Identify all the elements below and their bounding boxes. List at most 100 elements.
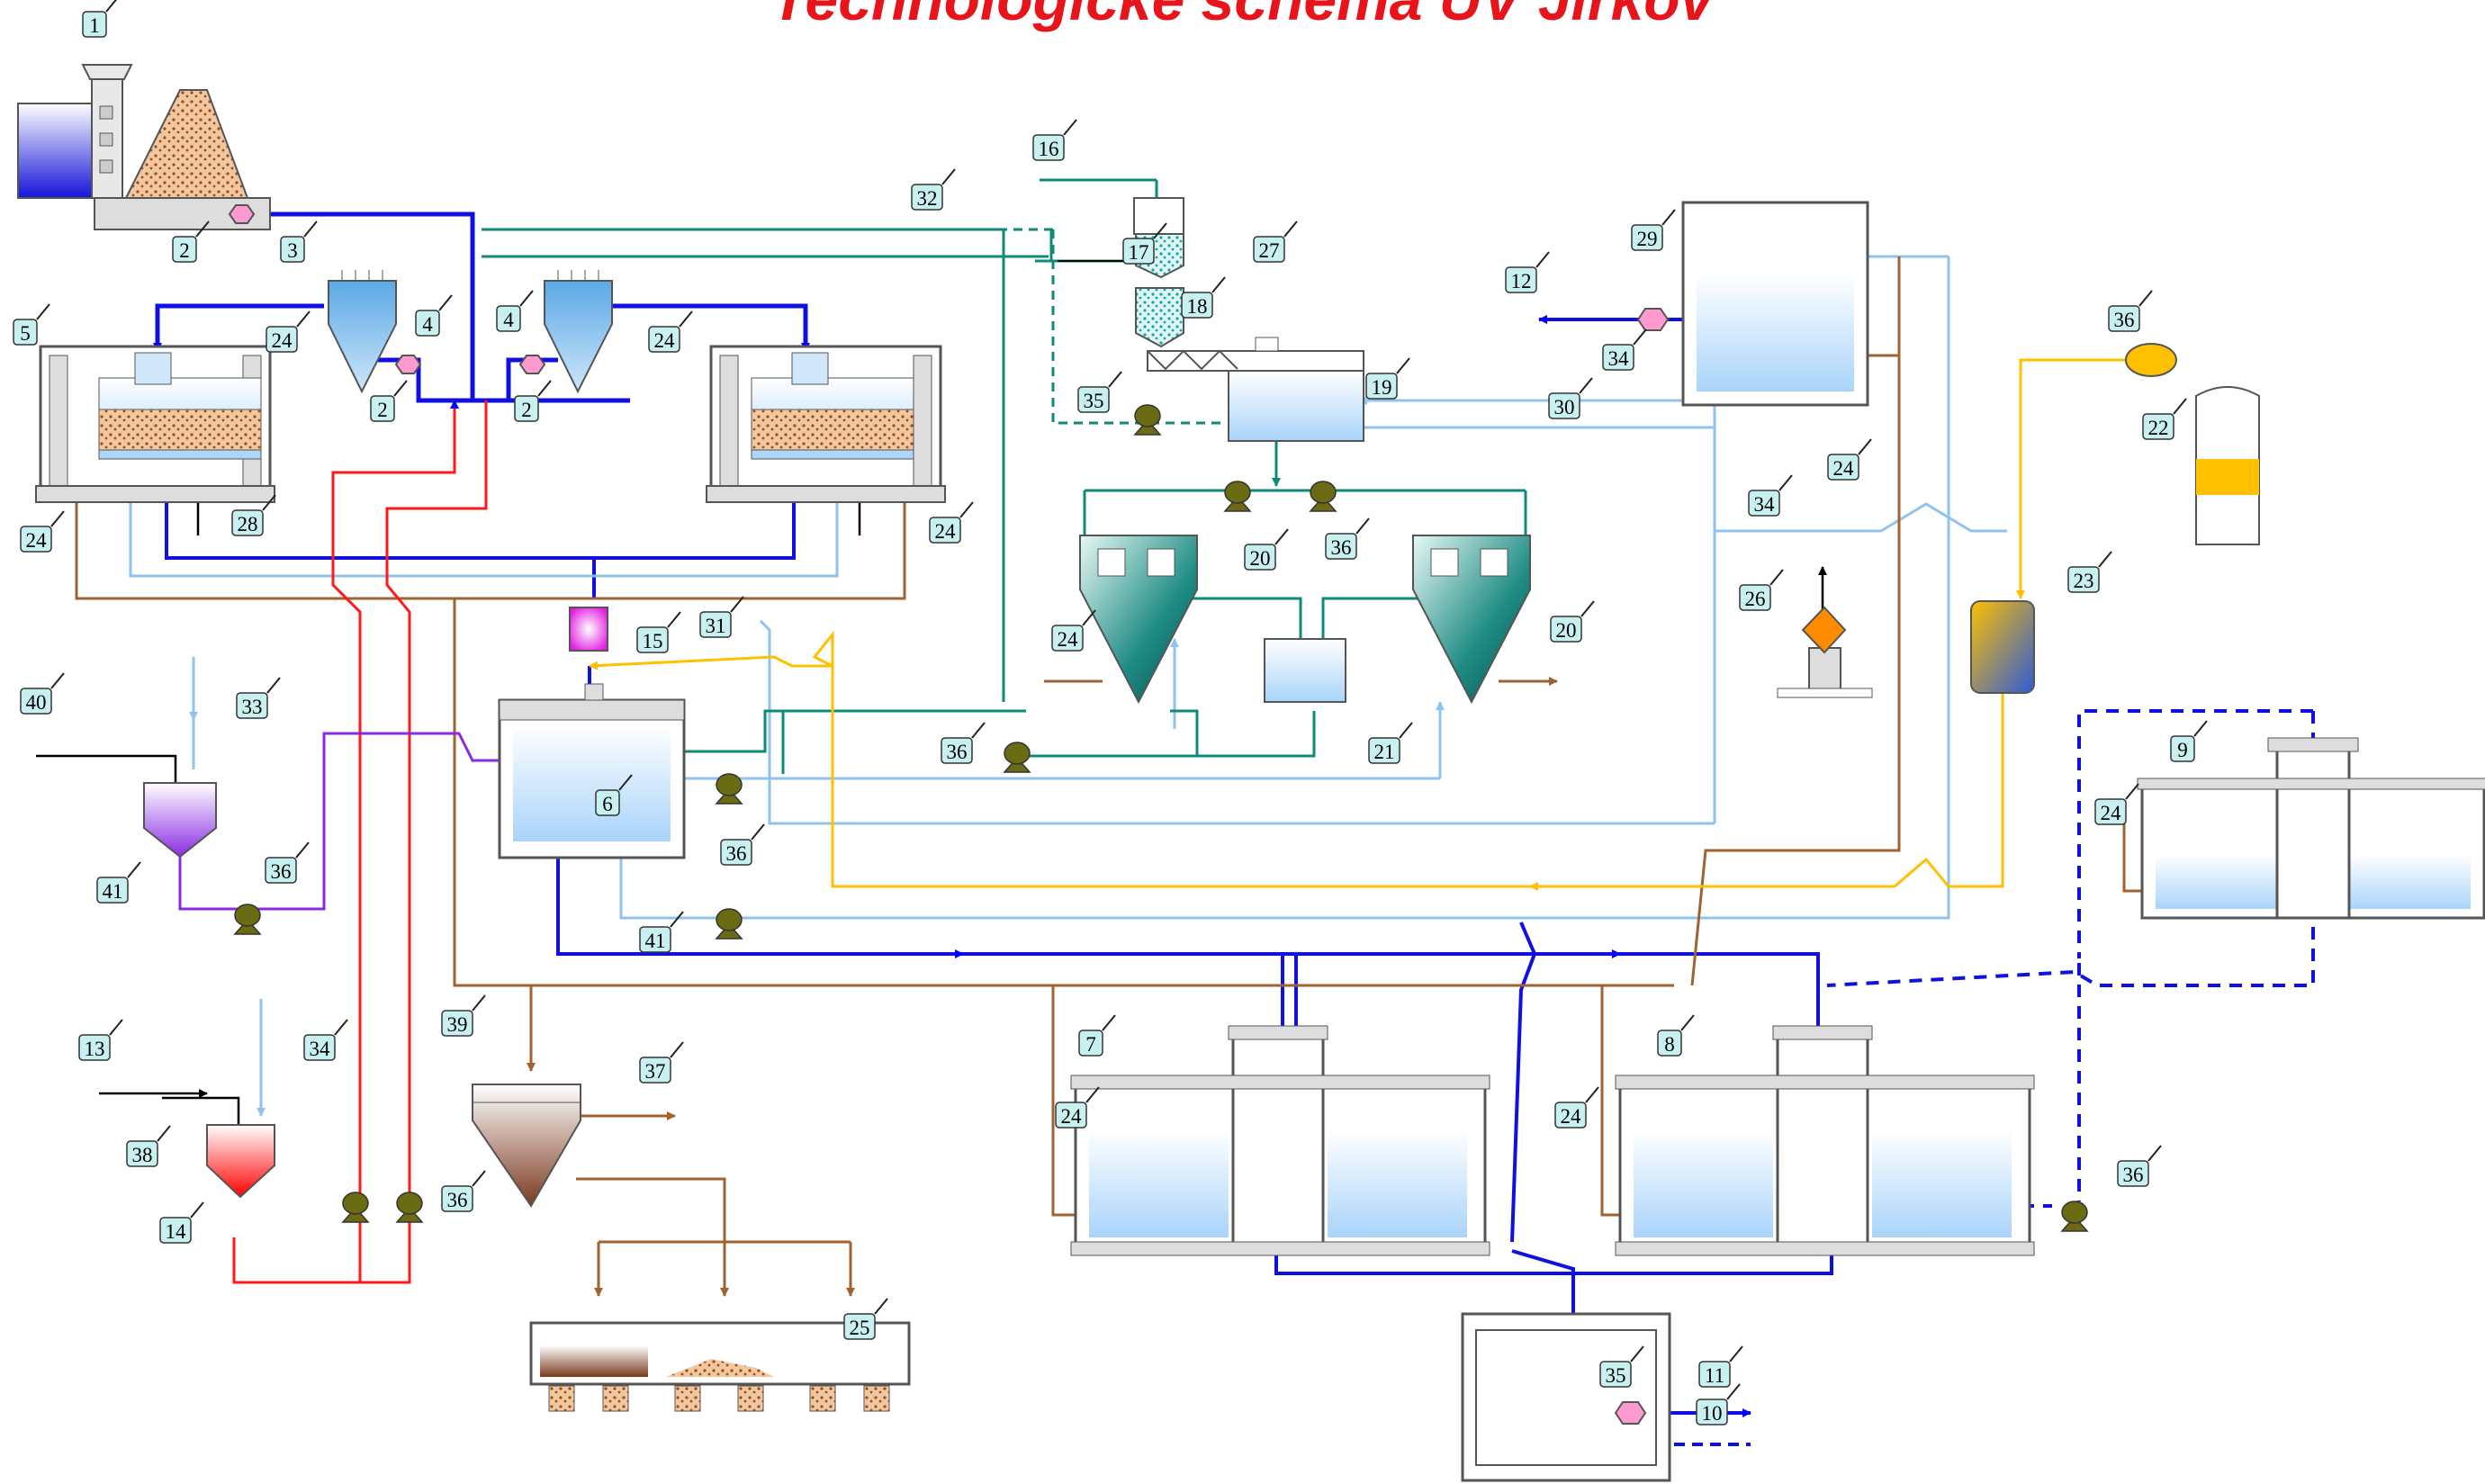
label-text: 24: [1061, 1105, 1083, 1128]
label-24: 24: [20, 510, 65, 553]
sludge-thickener: [472, 1084, 581, 1208]
label-text: 15: [643, 630, 663, 652]
label-24: 24: [929, 501, 974, 544]
sand-filter-right: [706, 345, 946, 503]
reservoir-9: [2137, 737, 2485, 920]
label-text: 1: [89, 14, 100, 37]
label-text: 35: [1084, 390, 1104, 412]
diagram-title: Technologické schéma ÚV Jirkov: [771, 0, 1716, 32]
label-15: 15: [636, 611, 681, 653]
clarifier-left: [1079, 535, 1198, 705]
label-10: 10: [1696, 1383, 1741, 1426]
label-14: 14: [159, 1201, 204, 1244]
label-text: 9: [2177, 739, 2188, 761]
label-4: 4: [415, 294, 453, 337]
label-34: 34: [303, 1019, 348, 1061]
label-text: 27: [1259, 239, 1280, 262]
label-32: 32: [911, 168, 956, 211]
label-text: 24: [1561, 1105, 1582, 1128]
label-35: 35: [1599, 1345, 1644, 1388]
label-28: 28: [231, 494, 276, 536]
label-24: 24: [1554, 1086, 1599, 1129]
label-text: 13: [85, 1038, 105, 1060]
label-19: 19: [1365, 357, 1410, 400]
label-text: 30: [1554, 396, 1575, 418]
label-text: 40: [26, 691, 47, 714]
label-24: 24: [1055, 1086, 1100, 1129]
pump-icon: [1310, 481, 1337, 512]
label-8: 8: [1657, 1014, 1695, 1057]
label-2: 2: [172, 220, 210, 263]
pump-icon: [716, 773, 743, 805]
pump-icon: [2061, 1201, 2088, 1232]
label-6: 6: [595, 774, 633, 816]
mixing-cone-left: [328, 270, 397, 394]
chamber-10: [1461, 1312, 1671, 1482]
label-text: 20: [1556, 619, 1577, 642]
label-3: 3: [280, 220, 318, 263]
label-2: 2: [514, 380, 552, 422]
label-text: 2: [521, 399, 532, 421]
label-text: 34: [310, 1038, 331, 1060]
ozone-meter: [2125, 343, 2177, 377]
label-35: 35: [1077, 371, 1122, 413]
label-11: 11: [1698, 1345, 1743, 1388]
label-text: 23: [2074, 570, 2094, 592]
label-1: 1: [82, 0, 118, 38]
label-text: 21: [1374, 741, 1395, 763]
label-text: 38: [132, 1144, 153, 1166]
sand-filter-left: [35, 345, 275, 503]
label-text: 35: [1606, 1364, 1626, 1387]
ozone-generator: [2125, 343, 2260, 545]
label-text: 28: [238, 513, 258, 535]
label-7: 7: [1078, 1014, 1116, 1057]
label-20: 20: [1550, 600, 1595, 643]
label-text: 41: [103, 880, 123, 903]
label-text: 14: [166, 1220, 187, 1243]
label-24: 24: [648, 310, 693, 353]
clean-water-tank-6: [498, 683, 686, 859]
label-5: 5: [13, 303, 50, 346]
label-2: 2: [370, 380, 408, 422]
pump-icon: [342, 1192, 369, 1223]
pump-icon: [396, 1192, 423, 1223]
pump-icon: [716, 908, 743, 940]
label-text: 36: [2123, 1164, 2144, 1186]
chemical-dosing-unit: [1133, 197, 1364, 442]
label-18: 18: [1181, 276, 1226, 319]
label-text: 41: [645, 930, 666, 952]
valves: [228, 204, 1670, 1425]
label-text: 12: [1511, 270, 1532, 292]
label-29: 29: [1631, 209, 1676, 251]
label-4: 4: [496, 290, 534, 332]
label-text: 2: [179, 239, 190, 262]
label-17: 17: [1122, 222, 1167, 265]
label-16: 16: [1032, 119, 1077, 161]
uv-reactor: [569, 607, 608, 652]
pump-icon: [1004, 742, 1031, 773]
label-31: 31: [699, 596, 744, 638]
label-24: 24: [2094, 783, 2139, 825]
label-text: 11: [1705, 1364, 1724, 1387]
label-text: 5: [20, 322, 31, 345]
pump-icon: [234, 904, 261, 935]
dam-intake: [17, 64, 271, 230]
label-text: 36: [1331, 536, 1352, 559]
label-13: 13: [78, 1019, 123, 1061]
vent-destructor: [1777, 606, 1873, 698]
label-36: 36: [441, 1170, 486, 1212]
label-36: 36: [2117, 1145, 2162, 1187]
label-text: 20: [1250, 547, 1271, 570]
label-36: 36: [2108, 290, 2153, 332]
label-text: 10: [1702, 1402, 1723, 1425]
label-text: 22: [2148, 417, 2169, 439]
label-text: 32: [917, 187, 938, 210]
label-36: 36: [941, 722, 986, 764]
mixing-cone-right: [544, 270, 613, 394]
label-text: 29: [1637, 228, 1658, 250]
label-text: 31: [706, 615, 726, 637]
label-30: 30: [1548, 377, 1593, 419]
label-41: 41: [96, 861, 141, 904]
label-36: 36: [265, 841, 310, 884]
